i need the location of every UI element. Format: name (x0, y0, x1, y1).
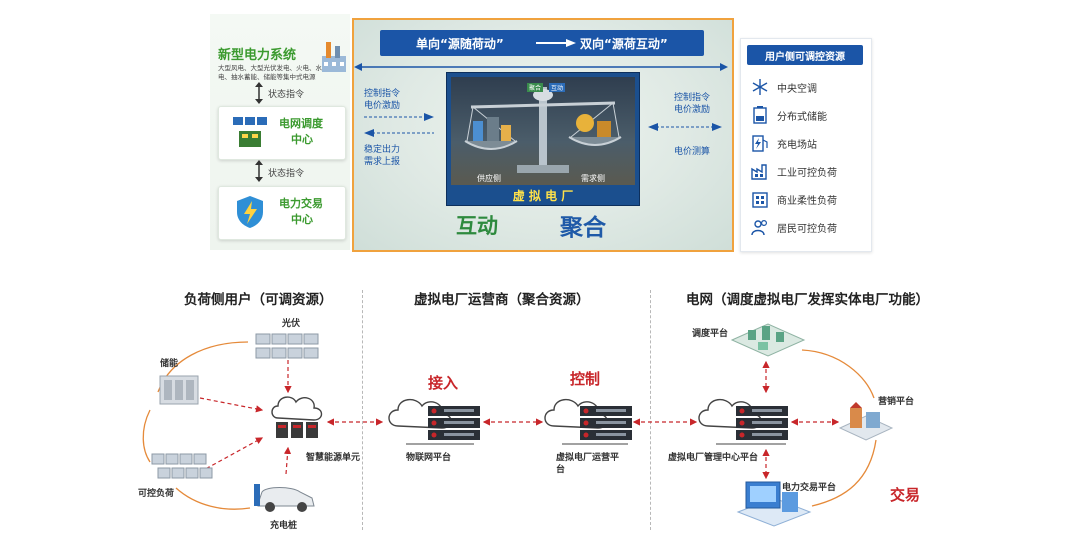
vpp-operator-platform-label-1: 虚拟电厂运营平 (556, 453, 620, 463)
resource-label: 工业可控负荷 (777, 168, 837, 179)
trade-label: 交易 (890, 486, 921, 504)
resource-label: 商业柔性负荷 (777, 196, 837, 207)
status-command-arrow-1 (255, 82, 263, 104)
status-command-2: 状态指令 (268, 169, 305, 179)
marketing-platform-icon (838, 402, 894, 441)
cloud-server-icon (271, 396, 323, 438)
operator-section-title: 虚拟电厂运营商（聚合资源） (414, 292, 590, 308)
price-incentive-right: 电价激励 (674, 105, 711, 115)
trading-platform-icon (736, 481, 812, 527)
demand-side-label: 需求侧 (581, 174, 605, 183)
resource-label: 中央空调 (777, 84, 817, 95)
resources-title-bar: 用户侧可调控资源 (747, 45, 863, 65)
banner-arrow-icon (536, 39, 576, 47)
access-label: 接入 (428, 374, 459, 392)
pv-panels-icon (255, 333, 319, 359)
interact-label: 互动 (456, 213, 498, 238)
mode-banner: 单向“源随荷动” 双向“源荷互动” (380, 30, 704, 56)
trading-center-label-2: 中心 (291, 213, 313, 226)
balance-scale-image: 聚合 互动 供应侧 需求侧 (451, 77, 635, 185)
section-divider-1 (362, 290, 363, 530)
power-sources-line1: 大型风电、大型光伏发电、火电、水 (218, 64, 322, 72)
interact-tag: 互动 (549, 83, 566, 92)
status-command-arrow-2 (255, 160, 263, 182)
control-command-left: 控制指令 (364, 89, 401, 99)
stable-output-left: 稳定出力 (364, 145, 401, 155)
grid-dispatch-center-box: 电网调度 中心 (218, 106, 346, 160)
power-system-column: 新型电力系统 大型风电、大型光伏发电、火电、水 电、抽水蓄能、储能等集中式电源 … (210, 14, 350, 250)
controllable-load-icon (151, 453, 213, 479)
left-dashed-arrow-1 (364, 113, 434, 121)
vpp-interaction-panel: 单向“源随荷动” 双向“源荷互动” 控制指令 电价激励 稳定出力 需求上报 控制… (352, 18, 734, 252)
supply-side-label: 供应侧 (477, 174, 501, 183)
banner-one-way: 单向“源随荷动” (416, 37, 504, 51)
banner-two-way: 双向“源荷互动” (580, 37, 668, 51)
vpp-operator-server-icon (544, 399, 632, 445)
control-label: 控制 (570, 370, 601, 388)
section-divider-2 (650, 290, 651, 530)
grid-section-title: 电网（调度虚拟电厂发挥实体电厂功能） (686, 292, 929, 308)
storage-label: 储能 (160, 359, 179, 369)
demand-report-left: 需求上报 (364, 157, 401, 167)
electric-car-icon (254, 484, 315, 512)
smart-energy-unit-label: 智慧能源单元 (306, 453, 361, 463)
dispatch-platform-label: 调度平台 (692, 329, 729, 339)
dispatch-center-icon (233, 117, 267, 147)
snowflake-icon (752, 79, 768, 95)
vpp-management-server-icon (698, 399, 788, 445)
balance-scale-icon (464, 87, 622, 173)
vpp-title: 虚 拟 电 厂 (512, 189, 574, 203)
residents-icon (751, 219, 768, 236)
right-dashed-arrow (648, 123, 722, 131)
control-command-right: 控制指令 (674, 93, 711, 103)
vpp-operator-platform-label-2: 台 (556, 465, 566, 475)
power-plant-icon (322, 42, 346, 72)
resource-label: 充电场站 (777, 140, 817, 151)
vpp-management-platform-label: 虚拟电厂管理中心平台 (668, 453, 759, 463)
commercial-building-icon (752, 192, 768, 208)
trading-center-label-1: 电力交易 (279, 197, 323, 210)
virtual-power-plant-panel: 聚合 互动 供应侧 需求侧 虚 拟 电 厂 (446, 72, 640, 206)
aggregate-label: 聚合 (560, 214, 606, 241)
shield-lightning-icon (237, 196, 263, 228)
battery-storage-icon (753, 106, 767, 124)
factory-icon (751, 164, 767, 180)
user-side-resources-panel: 用户侧可调控资源 中央空调 分布式储能 充电场站 (740, 38, 872, 252)
charging-station-icon (752, 135, 768, 152)
trading-platform-label: 电力交易平台 (782, 483, 837, 493)
charging-pile-label: 充电桩 (270, 521, 298, 531)
left-dashed-arrow-2 (364, 129, 434, 137)
controllable-load-label: 可控负荷 (138, 489, 175, 499)
pv-label: 光伏 (282, 319, 301, 329)
dispatch-center-label-1: 电网调度 (279, 117, 323, 130)
power-sources-line2: 电、抽水蓄能、储能等集中式电源 (218, 73, 316, 81)
resources-title: 用户侧可调控资源 (765, 52, 845, 63)
dispatch-platform-icon (730, 323, 806, 357)
interaction-double-arrow (354, 63, 728, 71)
load-side-section-title: 负荷侧用户（可调资源） (184, 292, 333, 308)
energy-storage-icon (159, 375, 199, 405)
resource-label: 居民可控负荷 (777, 224, 837, 235)
aggregate-tag: 聚合 (527, 83, 544, 92)
price-incentive-left: 电价激励 (364, 101, 401, 111)
iot-platform-label: 物联网平台 (406, 453, 452, 463)
marketing-platform-label: 营销平台 (878, 397, 915, 407)
iot-platform-server-icon (388, 399, 480, 445)
status-command-1: 状态指令 (268, 90, 305, 100)
resource-label: 分布式储能 (777, 112, 827, 123)
dispatch-center-label-2: 中心 (291, 133, 313, 146)
new-power-system-title: 新型电力系统 (218, 48, 297, 63)
power-trading-center-box: 电力交易 中心 (218, 186, 346, 240)
top-diagram: 新型电力系统 大型风电、大型光伏发电、火电、水 电、抽水蓄能、储能等集中式电源 … (210, 14, 872, 252)
price-calculation-right: 电价测算 (674, 147, 711, 157)
